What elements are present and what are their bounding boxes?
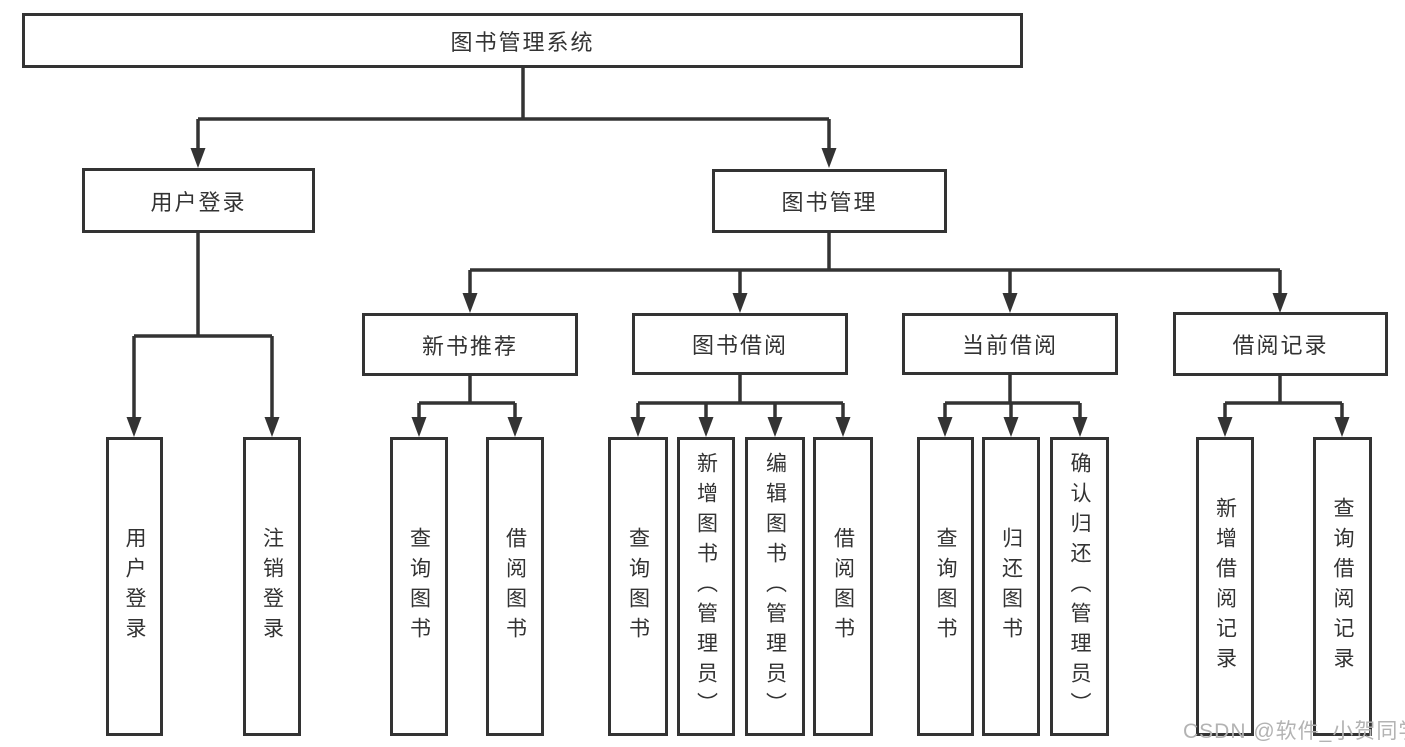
arrowhead-down <box>732 293 748 313</box>
leaf-add-borrow-record: 新增借阅记录 <box>1196 437 1254 736</box>
node-book-borrow: 图书借阅 <box>632 313 848 375</box>
node-label: 编辑图书（管理员） <box>763 451 787 722</box>
node-label: 查询图书 <box>407 526 431 647</box>
arrowhead-down <box>821 148 837 168</box>
node-label: 借阅图书 <box>503 526 527 647</box>
arrowhead-down <box>698 417 714 437</box>
arrowhead-down <box>937 417 953 437</box>
arrowhead-down <box>630 417 646 437</box>
node-label: 新增借阅记录 <box>1213 496 1237 677</box>
arrowhead-down <box>1217 417 1233 437</box>
leaf-borrow-books-recommend: 借阅图书 <box>486 437 544 736</box>
node-label: 当前借阅 <box>961 333 1058 358</box>
arrowhead-down <box>411 417 427 437</box>
csdn-watermark: CSDN @软件_小贺同学 <box>1183 720 1405 743</box>
arrowhead-down <box>1272 293 1288 313</box>
leaf-query-books-borrow: 查询图书 <box>608 437 668 736</box>
node-current-borrow: 当前借阅 <box>902 313 1118 375</box>
leaf-edit-books-admin: 编辑图书（管理员） <box>745 437 805 736</box>
node-label: 图书管理系统 <box>450 29 595 55</box>
arrowhead-down <box>126 417 142 437</box>
node-label: 借阅记录 <box>1232 333 1329 358</box>
arrowhead-down <box>1003 417 1019 437</box>
leaf-query-borrow-record: 查询借阅记录 <box>1313 437 1372 736</box>
node-library-management-system: 图书管理系统 <box>22 13 1023 68</box>
leaf-borrow-books: 借阅图书 <box>813 437 873 736</box>
node-label: 图书借阅 <box>691 333 788 358</box>
leaf-return-books: 归还图书 <box>982 437 1040 736</box>
node-label: 查询图书 <box>626 526 650 647</box>
node-user-login: 用户登录 <box>82 168 315 233</box>
node-label: 新增图书（管理员） <box>694 451 718 722</box>
node-borrow-records: 借阅记录 <box>1173 312 1388 376</box>
arrowhead-down <box>462 293 478 313</box>
node-label: 用户登录 <box>123 526 146 647</box>
node-label: 归还图书 <box>999 526 1023 647</box>
leaf-query-books-recommend: 查询图书 <box>390 437 448 736</box>
arrowhead-down <box>835 417 851 437</box>
node-label: 确认归还（管理员） <box>1068 451 1091 722</box>
node-label: 新书推荐 <box>421 333 518 359</box>
node-label: 图书管理 <box>781 190 878 215</box>
arrowhead-down <box>1072 417 1088 437</box>
node-label: 注销登录 <box>260 526 284 647</box>
arrowhead-down <box>1002 293 1018 313</box>
arrowhead-down <box>1334 417 1350 437</box>
arrowhead-down <box>767 417 783 437</box>
arrowhead-down <box>507 417 523 437</box>
node-label: 查询图书 <box>934 526 957 647</box>
node-label: 查询借阅记录 <box>1331 496 1354 677</box>
node-label: 用户登录 <box>150 189 247 215</box>
node-label: 借阅图书 <box>831 526 855 647</box>
leaf-add-books-admin: 新增图书（管理员） <box>677 437 735 736</box>
leaf-query-books-current: 查询图书 <box>917 437 974 736</box>
node-book-management: 图书管理 <box>712 169 947 233</box>
node-new-book-recommend: 新书推荐 <box>362 313 578 376</box>
arrowhead-down <box>264 417 280 437</box>
leaf-user-login: 用户登录 <box>106 437 163 736</box>
leaf-confirm-return-admin: 确认归还（管理员） <box>1050 437 1109 736</box>
leaf-logout: 注销登录 <box>243 437 301 736</box>
arrowhead-down <box>190 148 206 168</box>
